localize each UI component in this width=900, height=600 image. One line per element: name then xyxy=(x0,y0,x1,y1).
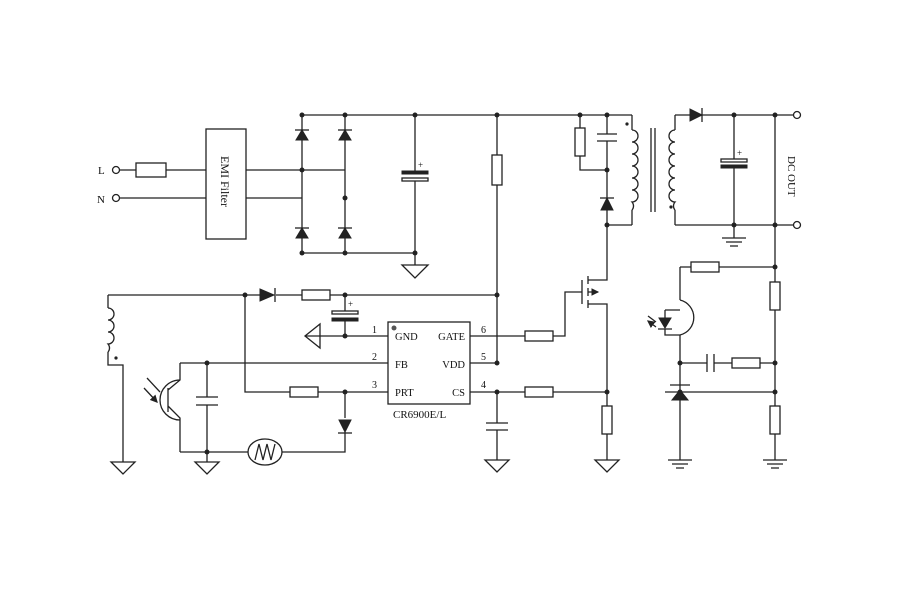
controller-ic: 1 2 3 4 5 6 GND FB PRT CS VDD GATE CR690… xyxy=(372,321,486,421)
bridge-rectifier xyxy=(295,112,575,256)
pin4-number: 4 xyxy=(481,380,486,391)
emi-filter: EMI Filter xyxy=(205,128,348,240)
primary-winding xyxy=(630,129,639,211)
bridge-diode-3 xyxy=(295,227,309,239)
pin5-number: 5 xyxy=(481,352,486,363)
secondary-winding xyxy=(668,129,677,211)
secondary-feedback-network xyxy=(648,261,787,469)
ic-ground-symbol xyxy=(303,322,321,350)
sense-ground xyxy=(593,459,621,473)
prt-diode xyxy=(338,419,352,434)
fb-capacitor xyxy=(196,396,218,406)
optocoupler-phototransistor xyxy=(143,363,181,452)
ac-input-section: L N xyxy=(97,162,206,206)
fb-network xyxy=(143,360,388,475)
ic-body xyxy=(387,321,471,405)
optocoupler-led-housing xyxy=(679,299,695,336)
pin6-number: 6 xyxy=(481,325,486,336)
pin1-name: GND xyxy=(395,332,418,343)
output-cap-polarity: + xyxy=(737,148,742,158)
neutral-input-label: N xyxy=(97,194,105,206)
pin1-number: 1 xyxy=(372,325,377,336)
prt-resistor xyxy=(289,386,319,398)
pin4-name: CS xyxy=(452,388,465,399)
cs-resistor xyxy=(524,386,554,398)
snubber-diode xyxy=(600,196,614,211)
cs-ground xyxy=(483,459,511,473)
input-fuse-resistor xyxy=(135,162,167,178)
pin6-name: GATE xyxy=(438,332,465,343)
pin2-number: 2 xyxy=(372,352,377,363)
ic-part-number: CR6900E/L xyxy=(393,409,446,421)
neutral-terminal xyxy=(111,193,121,203)
transformer-core xyxy=(650,128,656,212)
compensation-capacitor xyxy=(706,354,715,372)
line-input-label: L xyxy=(98,165,105,177)
startup-resistor xyxy=(470,112,503,364)
divider-upper-resistor xyxy=(769,281,781,311)
dc-out-label: DC OUT xyxy=(785,156,797,197)
line-terminal xyxy=(111,165,121,175)
rcd-snubber xyxy=(574,112,632,228)
secondary-ground-2 xyxy=(763,459,787,469)
dc-out-positive-terminal xyxy=(792,110,802,120)
emi-filter-box xyxy=(205,128,247,240)
auxiliary-winding xyxy=(106,294,245,475)
bridge-diode-2 xyxy=(338,129,352,141)
polarity-mark: + xyxy=(418,160,423,170)
fb-ground xyxy=(193,461,221,475)
compensation-resistor xyxy=(731,357,761,369)
led-bias-resistor xyxy=(690,261,720,273)
output-diode xyxy=(689,108,704,122)
snubber-resistor xyxy=(574,127,586,157)
output-stage: + DC OUT xyxy=(675,108,802,460)
vdd-cap-polarity: + xyxy=(348,299,353,309)
dc-out-negative-terminal xyxy=(792,220,802,230)
vdd-capacitor xyxy=(331,310,359,315)
power-mosfet xyxy=(581,225,608,392)
current-sense-resistor xyxy=(601,405,613,435)
bulk-capacitor: + xyxy=(400,112,430,279)
cs-filter-capacitor xyxy=(486,422,508,431)
gate-resistor xyxy=(524,330,554,342)
pin3-name: PRT xyxy=(395,388,414,399)
flyback-transformer xyxy=(625,115,677,225)
vdd-resistor xyxy=(301,289,331,301)
snubber-capacitor xyxy=(597,133,617,142)
ntc-thermistor xyxy=(247,438,283,466)
vdd-diode xyxy=(259,288,276,302)
pin3-number: 3 xyxy=(372,380,377,391)
emi-filter-label: EMI Filter xyxy=(218,156,232,207)
secondary-ground-1 xyxy=(668,459,692,469)
optocoupler-led xyxy=(658,317,672,329)
tl431-shunt-regulator xyxy=(670,389,690,401)
pin5-name: VDD xyxy=(442,360,465,371)
output-capacitor xyxy=(720,158,748,163)
ground-symbol xyxy=(400,264,430,279)
aux-ground xyxy=(109,461,137,475)
power-switch-stage xyxy=(470,225,621,473)
pin2-name: FB xyxy=(395,360,408,371)
vdd-supply: + xyxy=(242,288,497,453)
bridge-diode-4 xyxy=(338,227,352,239)
pin1-indicator xyxy=(391,325,397,331)
output-ground xyxy=(722,225,746,247)
bridge-diode-1 xyxy=(295,129,309,141)
divider-lower-resistor xyxy=(769,405,781,435)
